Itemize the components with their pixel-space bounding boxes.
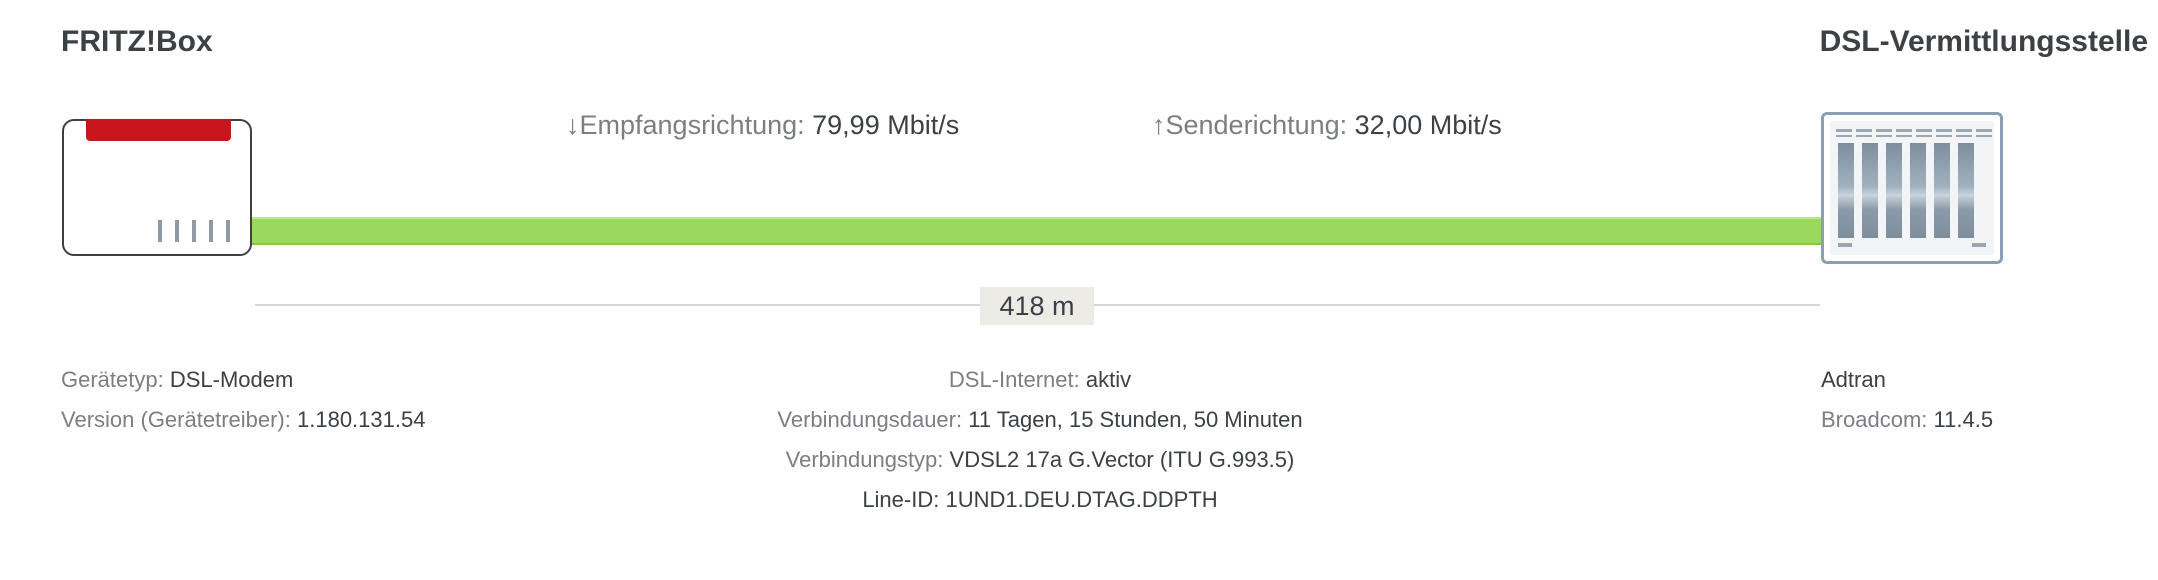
chipset-value: 11.4.5 — [1933, 407, 1994, 432]
dsl-connection-line — [250, 217, 1825, 245]
line-id-value: 1UND1.DEU.DTAG.DDPTH — [945, 487, 1218, 512]
connection-type-row: Verbindungstyp: VDSL2 17a G.Vector (ITU … — [640, 440, 1440, 480]
chipset-row: Broadcom: 11.4.5 — [1821, 400, 1993, 440]
downstream-rate: ↓Empfangsrichtung: 79,99 Mbit/s — [566, 110, 959, 141]
version-value: 1.180.131.54 — [297, 407, 426, 432]
version-row: Version (Gerätetreiber): 1.180.131.54 — [61, 400, 425, 440]
upstream-label: ↑Senderichtung: — [1152, 110, 1348, 140]
duration-value: 11 Tagen, 15 Stunden, 50 Minuten — [968, 407, 1303, 432]
exchange-title: DSL-Vermittlungsstelle — [1819, 25, 2148, 58]
exchange-info: Adtran Broadcom: 11.4.5 — [1821, 360, 1993, 440]
fritzbox-title: FRITZ!Box — [61, 25, 213, 58]
chipset-label: Broadcom: — [1821, 407, 1928, 432]
internet-status-row: DSL-Internet: aktiv — [640, 360, 1440, 400]
router-top-stripe — [86, 119, 231, 141]
duration-row: Verbindungsdauer: 11 Tagen, 15 Stunden, … — [640, 400, 1440, 440]
downstream-value: 79,99 Mbit/s — [812, 110, 960, 140]
upstream-value: 32,00 Mbit/s — [1354, 110, 1502, 140]
upstream-rate: ↑Senderichtung: 32,00 Mbit/s — [1152, 110, 1502, 141]
fritzbox-info: Gerätetyp: DSL-Modem Version (Gerätetrei… — [61, 360, 425, 440]
line-id-row: Line-ID: 1UND1.DEU.DTAG.DDPTH — [640, 480, 1440, 520]
router-ports — [158, 220, 230, 242]
connection-type-label: Verbindungstyp: — [785, 447, 944, 472]
exchange-vendor: Adtran — [1821, 367, 1886, 392]
device-type-row: Gerätetyp: DSL-Modem — [61, 360, 425, 400]
internet-status-label: DSL-Internet: — [948, 367, 1080, 392]
line-distance: 418 m — [980, 287, 1094, 325]
line-id-label: Line-ID: — [862, 487, 940, 512]
connection-info: DSL-Internet: aktiv Verbindungsdauer: 11… — [640, 360, 1440, 520]
connection-type-value: VDSL2 17a G.Vector (ITU G.993.5) — [949, 447, 1295, 472]
downstream-label: ↓Empfangsrichtung: — [566, 110, 805, 140]
version-label: Version (Gerätetreiber): — [61, 407, 291, 432]
device-type-label: Gerätetyp: — [61, 367, 164, 392]
internet-status-value: aktiv — [1085, 367, 1132, 392]
dsl-exchange-icon — [1821, 112, 2003, 264]
device-type-value: DSL-Modem — [169, 367, 294, 392]
fritzbox-router-icon — [62, 119, 252, 256]
duration-label: Verbindungsdauer: — [777, 407, 963, 432]
